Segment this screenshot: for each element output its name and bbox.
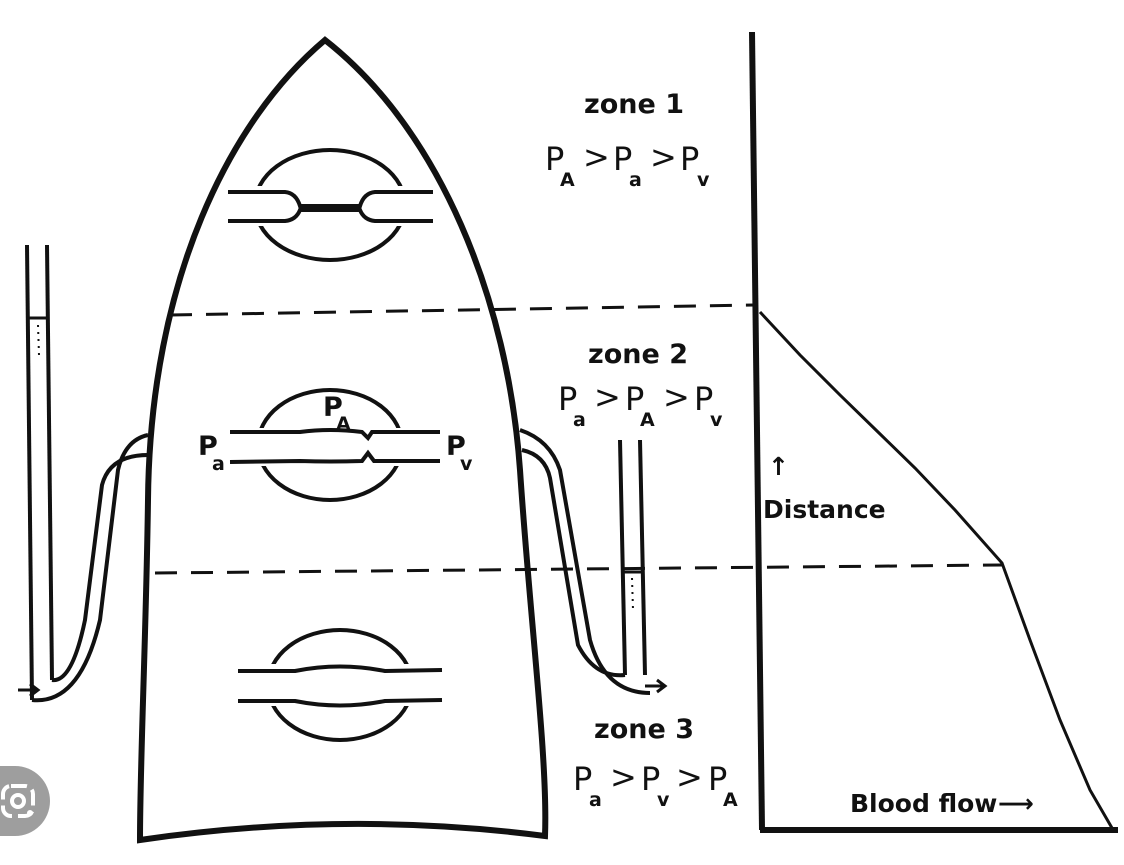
svg-text:P: P	[694, 380, 713, 418]
svg-text:v: v	[657, 789, 670, 811]
zone1-formula: P A > P a > P v	[545, 138, 710, 191]
svg-text:>: >	[583, 138, 610, 176]
y-axis	[749, 31, 765, 831]
svg-text:>: >	[663, 378, 690, 416]
lens-icon	[1, 784, 35, 818]
svg-text:A: A	[640, 409, 655, 431]
svg-text:a: a	[589, 789, 602, 811]
zone2-alveolus	[229, 388, 440, 502]
svg-text:P: P	[323, 392, 343, 423]
zone2-label: zone 2 P a > P A > P v	[558, 339, 723, 431]
zone2-3-border	[154, 563, 1003, 575]
svg-text:v: v	[460, 453, 473, 475]
lens-button[interactable]	[0, 766, 50, 836]
x-axis-label: Blood flow	[850, 789, 997, 818]
svg-text:P: P	[708, 760, 727, 798]
venous-label: P v	[446, 431, 473, 475]
zone1-label: zone 1 P A > P a > P v	[545, 89, 710, 191]
svg-text:P: P	[573, 760, 592, 798]
alveolar-label: P A	[323, 392, 351, 435]
arterial-manometer	[18, 244, 149, 703]
zone3-formula: P a > P v > P A	[573, 758, 738, 811]
svg-text:>: >	[594, 378, 621, 416]
svg-text:>: >	[676, 758, 703, 796]
svg-text:>: >	[650, 138, 677, 176]
svg-text:P: P	[641, 760, 660, 798]
zone2-title: zone 2	[588, 339, 688, 370]
arterial-label: P a	[198, 431, 225, 475]
zone1-title: zone 1	[584, 89, 684, 120]
svg-text:a: a	[212, 453, 225, 475]
x-axis-arrow: ⟶	[998, 789, 1034, 818]
svg-text:A: A	[560, 169, 575, 191]
zone3-label: zone 3 P a > P v > P A	[573, 714, 738, 811]
y-axis-arrow: ↑	[768, 452, 789, 481]
svg-text:P: P	[613, 140, 632, 178]
lung-outline	[136, 36, 549, 844]
zone3-alveolus	[238, 628, 443, 742]
zone2-formula: P a > P A > P v	[558, 378, 723, 431]
zone3-title: zone 3	[594, 714, 694, 745]
blood-flow-graph: ↑ Distance Blood flow ⟶	[749, 31, 1118, 833]
flow-curve	[758, 310, 1114, 829]
svg-text:v: v	[710, 409, 723, 431]
svg-text:P: P	[558, 380, 577, 418]
zone1-alveolus	[228, 148, 433, 262]
svg-text:P: P	[198, 431, 218, 462]
zone1-2-border	[169, 303, 756, 317]
svg-text:A: A	[723, 789, 738, 811]
y-axis-label: Distance	[763, 495, 886, 524]
venous-manometer	[519, 428, 668, 695]
svg-text:P: P	[625, 380, 644, 418]
svg-text:P: P	[545, 140, 564, 178]
svg-text:a: a	[573, 409, 586, 431]
svg-text:P: P	[446, 431, 466, 462]
svg-text:A: A	[336, 413, 351, 435]
svg-text:a: a	[629, 169, 642, 191]
svg-text:v: v	[697, 169, 710, 191]
svg-text:>: >	[610, 758, 637, 796]
svg-text:P: P	[680, 140, 699, 178]
